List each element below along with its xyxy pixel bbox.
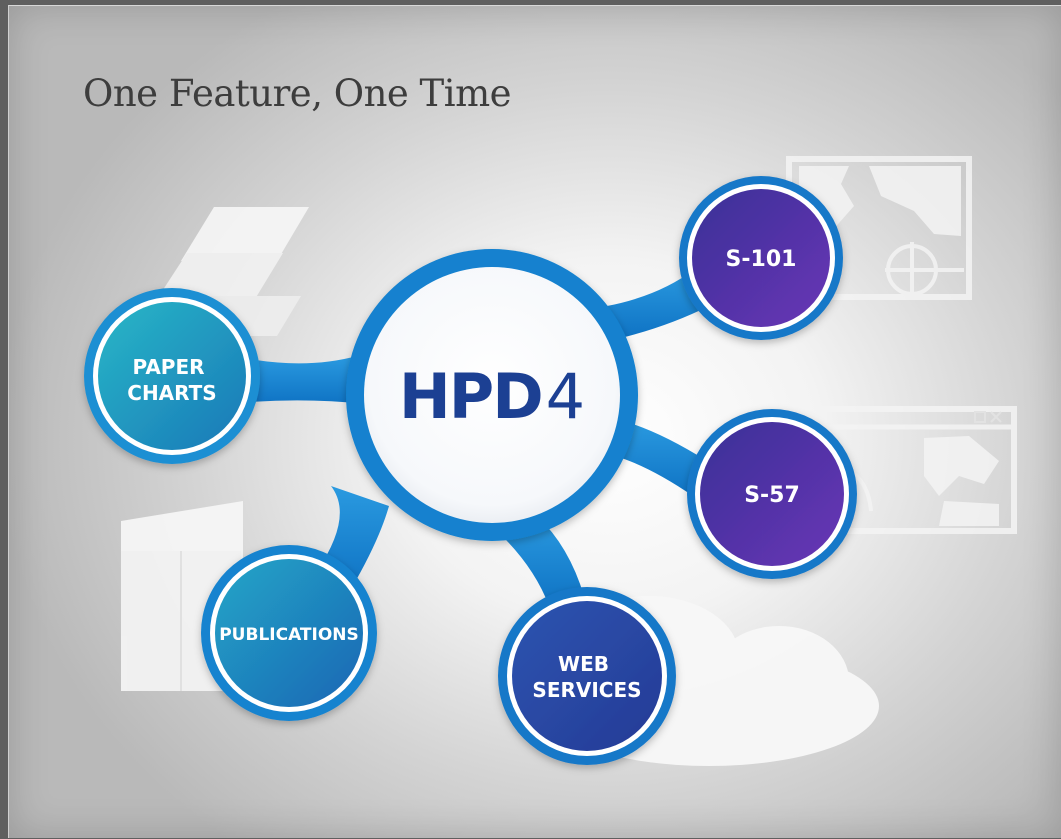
connector-s101 — [607, 269, 709, 338]
node-paper-charts: PAPER CHARTS — [84, 288, 260, 464]
node-s101: S-101 — [679, 176, 843, 340]
page-title: One Feature, One Time — [83, 72, 512, 115]
node-s101-label: S-101 — [726, 247, 797, 272]
node-publications: PUBLICATIONS — [201, 545, 377, 721]
hub-label: HPD4 — [399, 360, 585, 433]
diagram-canvas: HPD4 PAPER CHARTS PUBLICATIONS WEB — [8, 5, 1061, 838]
connector-s57 — [615, 421, 707, 496]
connector-paper-charts — [249, 356, 365, 404]
node-s57-label: S-57 — [744, 483, 800, 508]
node-publications-label: PUBLICATIONS — [219, 625, 359, 645]
node-paper-charts-label: PAPER CHARTS — [127, 355, 216, 405]
node-web-services: WEB SERVICES — [498, 587, 676, 765]
map-window-icon — [786, 156, 972, 300]
hub-hpd4: HPD4 — [346, 249, 638, 541]
node-web-services-label: WEB SERVICES — [532, 652, 641, 702]
node-s57: S-57 — [687, 409, 857, 579]
hub-diagram: HPD4 PAPER CHARTS PUBLICATIONS WEB — [84, 156, 1017, 766]
